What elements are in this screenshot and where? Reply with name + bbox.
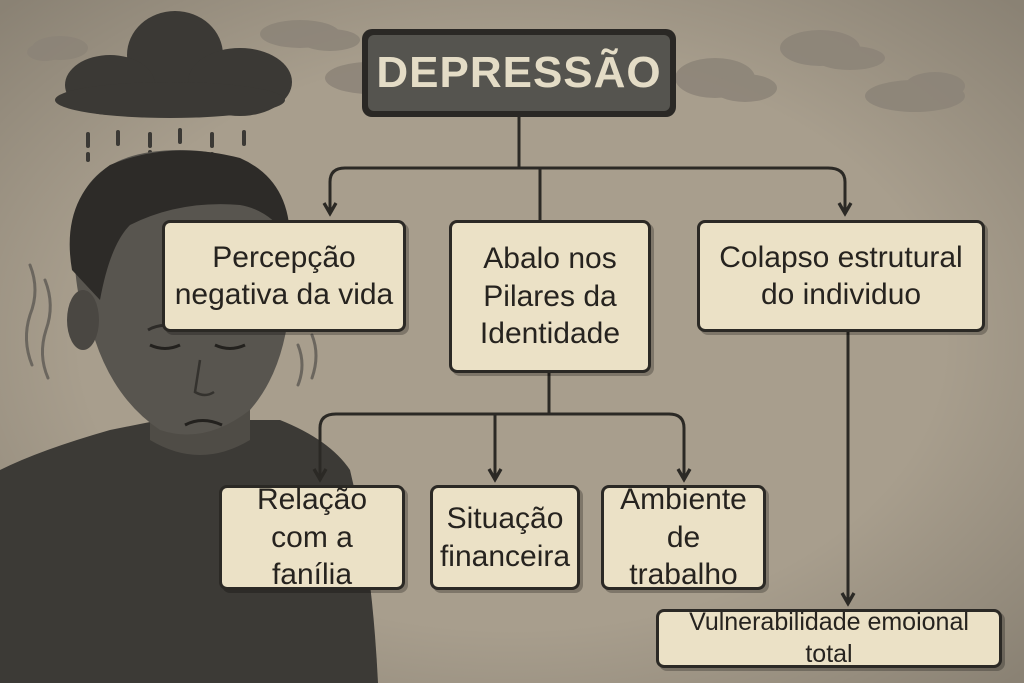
connectors (320, 117, 848, 602)
diagram-title-box: DEPRESSÃO (362, 29, 676, 117)
node-ambiente-trabalho: Ambiente de trabalho (601, 483, 766, 591)
diagram-title: DEPRESSÃO (368, 35, 670, 111)
node-abalo-pilares: Abalo nos Pilares da Identidade (449, 220, 651, 373)
rain-cloud-icon (55, 11, 292, 162)
node-vulnerabilidade: Vulnerabilidade emoional total (656, 608, 1002, 668)
node-colapso-estrutural: Colapso estrutural do individuo (697, 220, 985, 332)
node-relacao-familia: Relação com a fanília (219, 483, 405, 591)
node-situacao-financeira: Situação financeira (430, 485, 580, 590)
node-percepcao: Percepção negativa da vida (162, 220, 406, 332)
